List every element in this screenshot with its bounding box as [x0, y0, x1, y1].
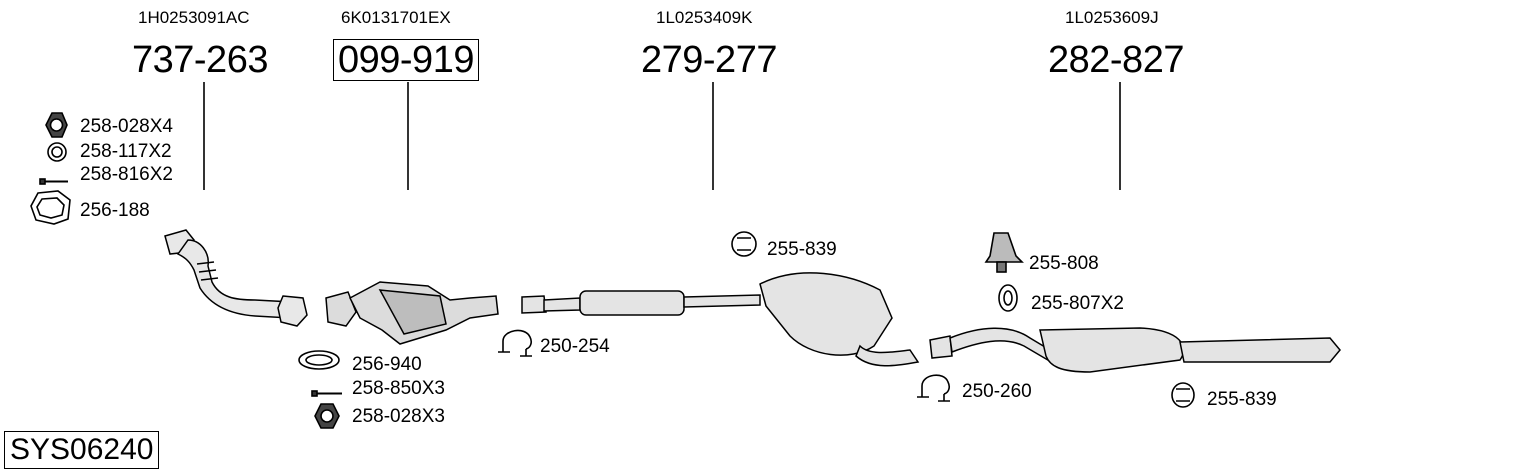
accessory-label: 250-260	[962, 381, 1032, 402]
ring-gasket-icon	[298, 350, 340, 370]
clamp-icon	[498, 329, 533, 357]
accessory-label: 256-940	[352, 354, 422, 375]
washer-icon	[47, 142, 67, 162]
part-number-middle-silencer[interactable]: 279-277	[641, 39, 777, 81]
accessory-label: 258-816X2	[80, 164, 173, 185]
middle-silencer-drawing	[521, 272, 920, 367]
system-code-badge: SYS06240	[4, 431, 160, 469]
accessory-label: 255-839	[767, 239, 837, 260]
accessory-label: 250-254	[540, 336, 610, 357]
bolt-icon	[39, 178, 68, 185]
accessory-label: 256-188	[80, 200, 150, 221]
accessory-label: 258-850X3	[352, 378, 445, 399]
nut-icon	[314, 403, 340, 429]
rubber-ring-icon	[998, 284, 1018, 312]
clamp-icon	[917, 374, 951, 402]
bolt-icon	[311, 390, 342, 397]
oem-number-catalytic-converter: 6K0131701EX	[341, 8, 451, 27]
rubber-mount-icon	[1171, 382, 1195, 408]
hanger-block-icon	[984, 232, 1024, 273]
part-number-front-pipe[interactable]: 737-263	[132, 39, 268, 81]
part-number-rear-silencer[interactable]: 282-827	[1048, 39, 1184, 81]
rear-silencer-drawing	[929, 327, 1341, 373]
nut-icon	[45, 112, 68, 138]
flange-gasket-icon	[30, 190, 71, 225]
accessory-label: 255-807X2	[1031, 293, 1124, 314]
front-pipe-drawing	[164, 229, 308, 327]
accessory-label: 258-028X4	[80, 116, 173, 137]
accessory-label: 255-808	[1029, 253, 1099, 274]
accessory-label: 255-839	[1207, 389, 1277, 410]
part-number-catalytic-converter[interactable]: 099-919	[333, 39, 479, 81]
rubber-mount-icon	[731, 231, 757, 257]
oem-number-front-pipe: 1H0253091AC	[138, 8, 250, 27]
catalytic-converter-drawing	[325, 281, 499, 345]
oem-number-rear-silencer: 1L0253609J	[1065, 8, 1159, 27]
accessory-label: 258-117X2	[80, 141, 172, 162]
oem-number-middle-silencer: 1L0253409K	[656, 8, 753, 27]
accessory-label: 258-028X3	[352, 406, 445, 427]
